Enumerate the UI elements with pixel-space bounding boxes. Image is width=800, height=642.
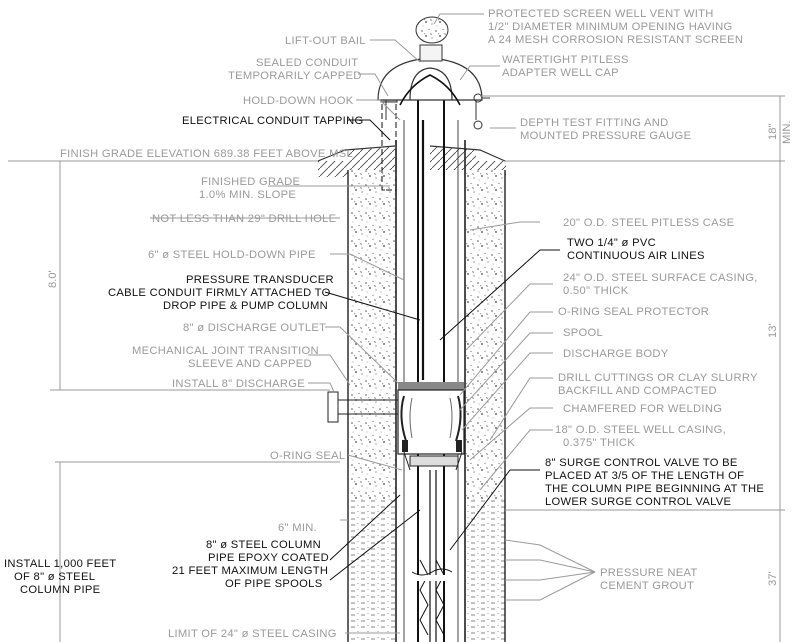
well-cap-label-2: ADAPTER WELL CAP [502,67,619,79]
hold-down-pipe-label: 6" ø STEEL HOLD-DOWN PIPE [148,249,316,261]
well-cap-label-1: WATERTIGHT PITLESS [502,54,629,66]
install-feet-label-1: INSTALL 1,000 FEET [4,558,116,570]
vent-label-1: PROTECTED SCREEN WELL VENT WITH [488,8,714,20]
vent-label-2: 1/2" DIAMETER MINIMUM OPENING HAVING [488,21,733,33]
mech-joint-label-1: MECHANICAL JOINT TRANSITION [132,345,319,357]
sealed-conduit-label-1: SEALED CONDUIT [256,57,358,69]
surge-valve-label-4: LOWER SURGE CONTROL VALVE [545,496,731,508]
dim-37ft: 37' [767,571,779,586]
finished-grade-label-1: FINISHED GRADE [201,176,300,188]
mech-joint-label-2: SLEEVE AND CAPPED [188,358,312,370]
install-discharge-label: INSTALL 8" DISCHARGE [172,378,305,390]
dim-13ft: 13' [767,323,779,338]
column-pipe-label-4: OF PIPE SPOOLS [225,578,322,590]
depth-test-label-2: MOUNTED PRESSURE GAUGE [520,130,691,142]
discharge-outlet-label: 8" ø DISCHARGE OUTLET [183,322,326,334]
borehole [347,170,506,642]
install-feet-label-3: COLUMN PIPE [20,584,100,596]
surface-casing-label-2: 0.50" THICK [563,285,629,297]
well-casing-label-2: 0.375" THICK [563,437,635,449]
hold-down-hook-label: HOLD-DOWN HOOK [243,95,354,107]
surge-valve-label-2: PLACED AT 3/5 OF THE LENGTH OF [545,470,744,482]
pitless-case-label: 20" O.D. STEEL PITLESS CASE [563,217,734,229]
labels: PROTECTED SCREEN WELL VENT WITH 1/2" DIA… [4,8,764,640]
transducer-label-1: PRESSURE TRANSDUCER [186,274,334,286]
dim-8ft: 8.0' [47,270,59,288]
install-feet-label-2: OF 8" ø STEEL [14,571,95,583]
finish-grade-label: FINISH GRADE ELEVATION 689.38 FEET ABOVE… [60,148,353,160]
discharge-body-label: DISCHARGE BODY [563,348,669,360]
chamfered-label: CHAMFERED FOR WELDING [563,403,722,415]
drill-cuttings-label-2: BACKFILL AND COMPACTED [558,385,717,397]
casings [395,120,466,642]
dimension-lines [50,95,785,642]
electrical-conduit-label: ELECTRICAL CONDUIT TAPPING [182,115,363,127]
finished-grade-label-2: 1.0% MIN. SLOPE [199,189,296,201]
spool-label: SPOOL [563,327,603,339]
drill-cuttings-label-1: DRILL CUTTINGS OR CLAY SLURRY [558,372,758,384]
column-pipe [411,100,453,642]
limit-casing-label: LIMIT OF 24" ø STEEL CASING [168,628,337,640]
air-lines-label-1: TWO 1/4" ø PVC [567,237,656,249]
six-min-label: 6" MIN. [278,522,317,534]
column-pipe-label-2: PIPE EPOXY COATED [208,552,329,564]
dim-min: MIN. [781,120,793,144]
surface-casing-label-1: 24" O.D. STEEL SURFACE CASING, [563,272,758,284]
depth-test-label-1: DEPTH TEST FITTING AND [520,117,669,129]
vent-label-3: A 24 MESH CORROSION RESISTANT SCREEN [488,34,743,46]
transducer-label-3: DROP PIPE & PUMP COLUMN [163,300,328,312]
cement-grout-label-2: CEMENT GROUT [600,580,694,592]
column-pipe-label-3: 21 FEET MAXIMUM LENGTH [172,565,328,577]
dim-18in: 18" [767,124,779,140]
leader-lines [150,13,596,634]
oring-seal-label: O-RING SEAL [270,450,345,462]
well-cap [377,16,490,130]
oring-protector-label: O-RING SEAL PROTECTOR [558,306,709,318]
surge-valve-label-3: THE COLUMN PIPE BEGINNING AT THE [545,483,764,495]
surge-valve-label-1: 8" SURGE CONTROL VALVE TO BE [545,457,738,469]
transducer-label-2: CABLE CONDUIT FIRMLY ATTACHED TO [108,287,331,299]
column-pipe-label-1: 8" ø STEEL COLUMN [206,539,321,551]
sealed-conduit-label-2: TEMPORARILY CAPPED [228,70,362,82]
air-lines-label-2: CONTINUOUS AIR LINES [567,250,705,262]
drill-hole-label: NOT LESS THAN 29" DRILL HOLE [152,213,336,225]
lift-out-bail-label: LIFT-OUT BAIL [285,35,366,47]
pitless-adapter [327,382,465,471]
well-casing-label-1: 18" O.D. STEEL WELL CASING, [555,424,726,436]
dimension-labels: 8.0' 18" MIN. 13' 37' [47,120,793,586]
cement-grout-label-1: PRESSURE NEAT [600,567,698,579]
